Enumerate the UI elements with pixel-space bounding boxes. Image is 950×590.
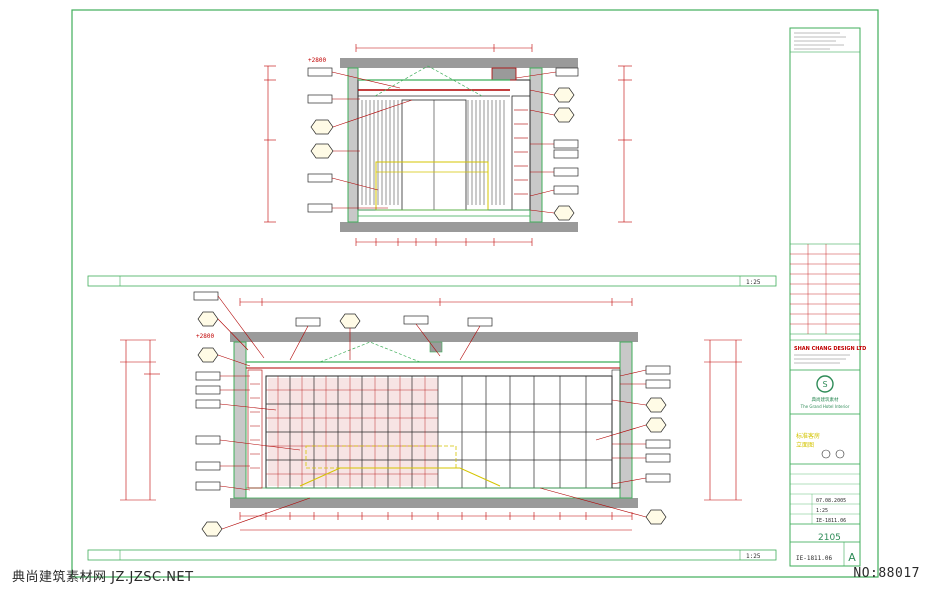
ceiling-slab — [340, 58, 578, 68]
lower-ceiling-slab — [230, 332, 638, 342]
watermark-site: 典尚建筑素材网 JZ.JZSC.NET — [12, 570, 194, 585]
lower-right-callouts — [539, 365, 671, 525]
left-wall — [347, 67, 359, 223]
sheet-frame — [71, 9, 879, 578]
company-name: SHAN CHANG DESIGN LTD — [794, 346, 866, 352]
drawing-number: IE-1811.06 — [796, 555, 833, 562]
lower-scale-label: 1:25 — [746, 553, 761, 560]
upper-left-callouts — [307, 67, 413, 213]
watermark-number: NO:88017 — [853, 566, 920, 581]
svg-text:S: S — [822, 380, 827, 389]
drawing-title-line-2: 立面图 — [796, 441, 814, 449]
upper-elevation: +2800 — [264, 44, 632, 246]
lower-title-strip: 1:25 — [87, 549, 777, 561]
drawing-scale: 1:25 — [816, 508, 828, 514]
drawing-title-line-1: 标准客房 — [796, 432, 820, 440]
project-number: 2105 — [818, 533, 841, 543]
elevation-mark-lower: +2800 — [196, 333, 214, 340]
drawing-date: 07.08.2005 — [816, 498, 846, 504]
revision-letter: A — [848, 551, 856, 564]
project-name-cn: 典尚建筑素材 — [812, 396, 839, 403]
company-logo-icon — [816, 375, 834, 393]
lower-left-callouts — [195, 311, 311, 537]
elevation-mark-upper: +2800 — [308, 57, 326, 64]
lower-elevation: +2800 — [120, 291, 742, 537]
lower-floor-slab — [230, 498, 638, 508]
title-block: SHAN CHANG DESIGN LTD S 典尚建筑素材 The Grand… — [789, 27, 866, 567]
sheet-code: IE-1811.06 — [816, 518, 846, 524]
project-name-en: The Grand Hotel Interior — [800, 404, 850, 409]
lower-top-callouts — [193, 291, 493, 361]
floor-slab — [340, 222, 578, 232]
upper-scale-label: 1:25 — [746, 279, 761, 286]
upper-right-callouts — [515, 67, 579, 221]
upper-title-strip: 1:25 — [87, 275, 777, 287]
